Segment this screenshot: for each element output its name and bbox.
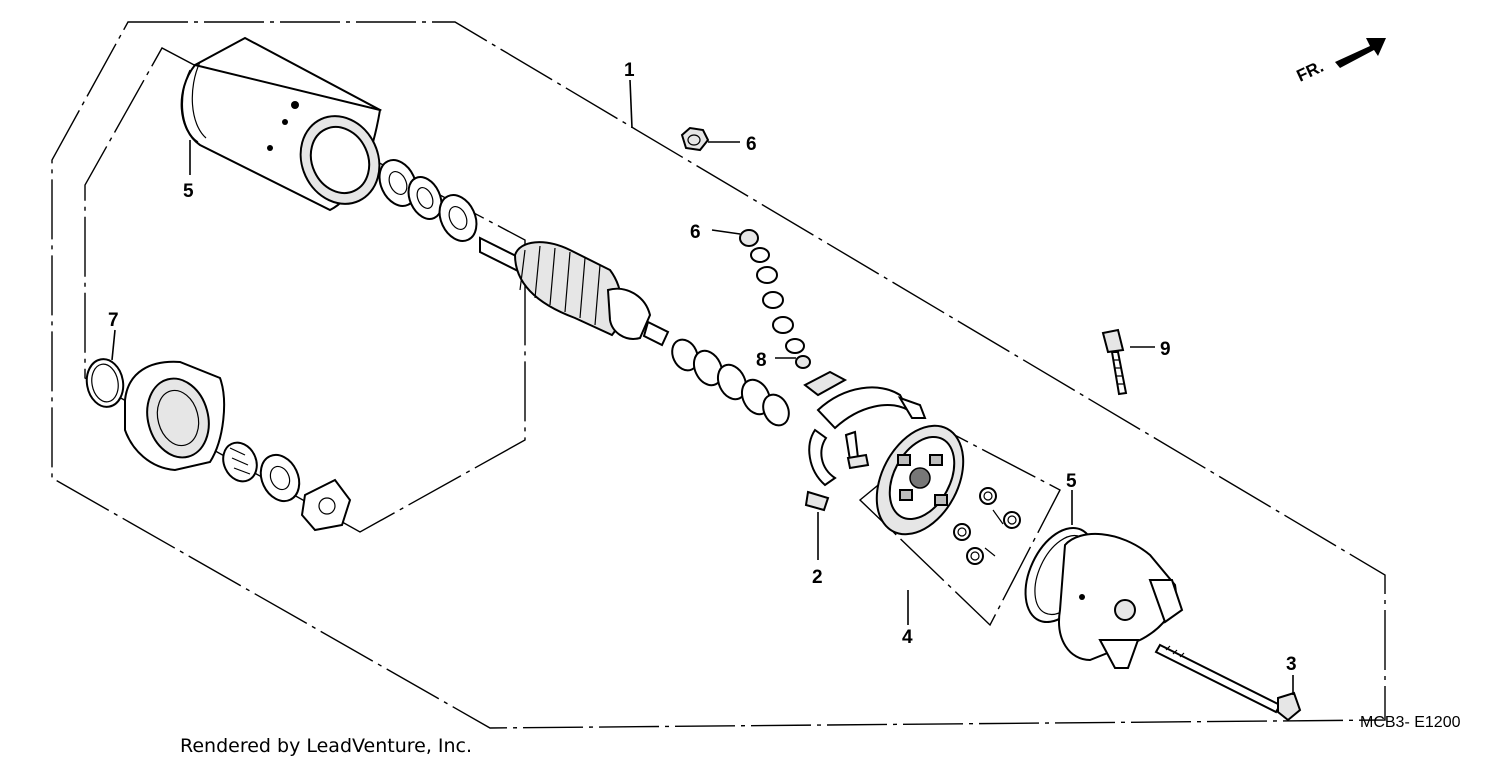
leader-lines xyxy=(111,79,1294,695)
direction-label: FR. xyxy=(1294,57,1327,86)
armature xyxy=(479,236,670,347)
callout-1: 1 xyxy=(624,60,635,81)
callout-4: 4 xyxy=(902,627,913,648)
front-direction-indicator: FR. xyxy=(1294,38,1386,86)
brush-holder-group-boundary xyxy=(858,429,1061,627)
hex-bolt xyxy=(1101,328,1128,396)
flange-nut-top xyxy=(680,126,710,152)
callout-7: 7 xyxy=(108,310,119,331)
brush-holder-plate xyxy=(875,424,965,536)
front-mounting-cover xyxy=(85,358,352,532)
render-credit: Rendered by LeadVenture, Inc. xyxy=(180,735,472,757)
callout-5-yoke: 5 xyxy=(183,181,194,202)
callout-8: 8 xyxy=(756,350,767,371)
callout-2: 2 xyxy=(812,567,823,588)
rear-end-cover xyxy=(1024,526,1184,669)
through-bolt xyxy=(1154,643,1302,722)
direction-arrow-icon xyxy=(1335,38,1386,68)
motor-yoke-housing xyxy=(180,36,383,212)
brush-springs xyxy=(953,487,1021,565)
callout-3: 3 xyxy=(1286,654,1297,675)
diagram-code: MCB3- E1200 xyxy=(1360,714,1461,731)
callout-6-column: 6 xyxy=(690,222,701,243)
assembly-boundary xyxy=(51,21,1386,729)
front-cover-group-boundary xyxy=(84,47,526,533)
armature-washers xyxy=(671,338,790,427)
callout-9: 9 xyxy=(1160,339,1171,360)
brush-terminal-assembly xyxy=(803,370,927,512)
callout-6-top: 6 xyxy=(746,134,757,155)
terminal-washer-column xyxy=(739,229,811,369)
callout-5-rear-cover: 5 xyxy=(1066,471,1077,492)
yoke-washers xyxy=(378,159,478,242)
